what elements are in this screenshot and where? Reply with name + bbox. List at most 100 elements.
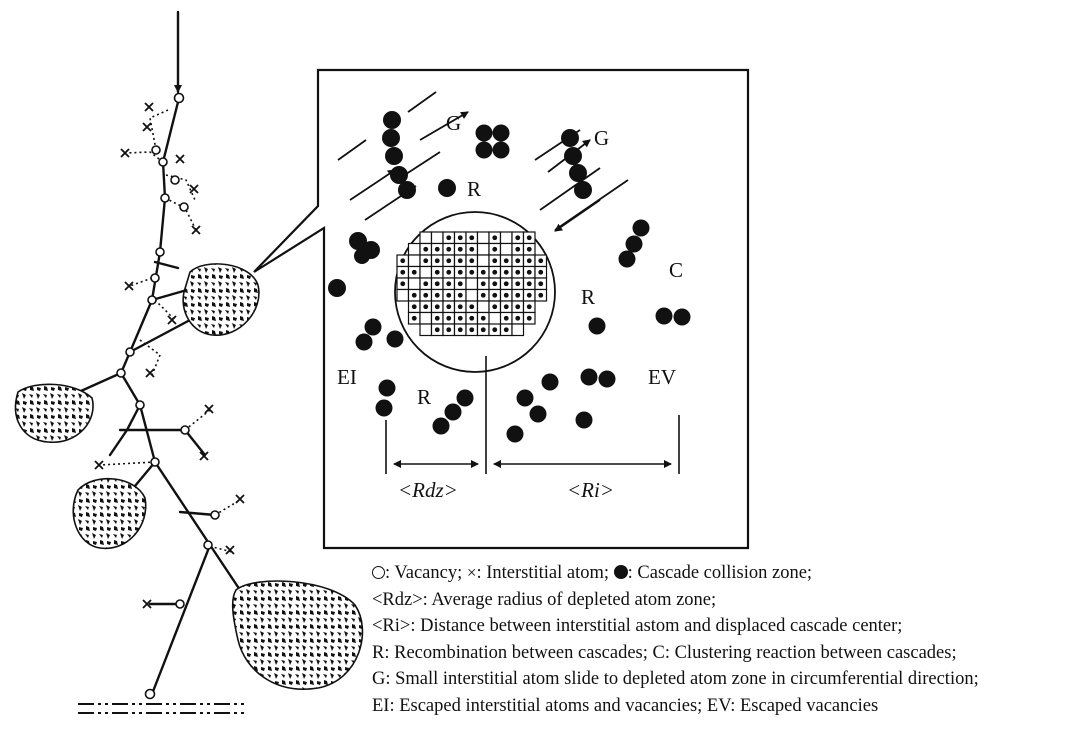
grid-cell [499,242,513,256]
grid-atom [457,304,463,310]
grid-atom [457,235,463,241]
grid-cell [419,265,433,279]
grid-atom [423,246,429,252]
legend-line-2: <Rdz>: Average radius of depleted atom z… [372,589,717,610]
grid-cell [465,277,479,291]
grid-atom [492,258,498,264]
label-g-left: G [446,111,461,135]
grid-atom [457,258,463,264]
grid-atom [434,327,440,333]
grid-atom [446,258,452,264]
grid-atom [411,315,417,321]
label-r-bottom: R [417,385,431,409]
grid-atom [434,258,440,264]
grid-atom [423,281,429,287]
grid-atom [446,235,452,241]
grid-atom [503,258,509,264]
grid-atom [469,304,475,310]
grid-cell [499,231,513,245]
grid-atom [526,315,532,321]
grid-atom [526,304,532,310]
grid-atom [515,246,521,252]
label-c: C [669,258,683,282]
grid-atom [503,292,509,298]
grid-atom [469,315,475,321]
grid-atom [515,304,521,310]
legend-line-6: EI: Escaped interstitial atoms and vacan… [372,695,879,716]
filled-circle-icon [613,565,628,579]
grid-atom [446,315,452,321]
grid-atom [457,292,463,298]
grid-atom [526,235,532,241]
grid-atom [457,315,463,321]
grid-atom [469,246,475,252]
grid-atom [411,292,417,298]
grid-cell [476,231,490,245]
grid-cell [419,231,433,245]
grid-atom [434,246,440,252]
grid-cell [465,288,479,302]
grid-atom [503,281,509,287]
label-rdz: <Rdz> [398,478,458,502]
grid-cell [419,311,433,325]
grid-atom [480,281,486,287]
grid-atom [457,246,463,252]
grid-atom [446,281,452,287]
grid-atom [411,304,417,310]
grid-cell [396,288,410,302]
grid-atom [469,235,475,241]
grid-atom [515,281,521,287]
label-r-top: R [467,177,481,201]
grid-atom [469,269,475,275]
legend-line-1: : Vacancy; ×: Interstitial atom; : Casca… [372,560,1077,587]
grid-atom [515,258,521,264]
g-right-arrows [534,129,629,232]
grid-atom [469,327,475,333]
grid-atom [538,258,544,264]
grid-cell [407,254,421,268]
track-vacancies [116,92,220,700]
grid-atom [503,327,509,333]
cross-icon: × [466,563,477,582]
grid-atom [457,281,463,287]
grid-atom [446,327,452,333]
grid-cell [476,254,490,268]
grid-atom [400,258,406,264]
grid-atom [400,281,406,287]
label-g-right: G [594,126,609,150]
grid-atom [423,292,429,298]
grid-atom [480,292,486,298]
cascade-track [70,10,242,696]
legend-line-4: R: Recombination between cascades; C: Cl… [372,642,957,663]
grid-atom [400,269,406,275]
grid-atom [446,304,452,310]
dimension-lines [385,356,680,474]
grid-cell [476,242,490,256]
cascade-clusters [328,111,691,443]
grid-atom [480,315,486,321]
grid-atom [434,292,440,298]
grid-cell [407,277,421,291]
grid-atom [526,246,532,252]
grid-atom [480,269,486,275]
open-circle-icon [372,566,385,579]
grid-atom [538,269,544,275]
grid-atom [492,235,498,241]
legend: : Vacancy; ×: Interstitial atom; : Casca… [372,560,1077,719]
grid-atom [538,292,544,298]
grid-atom [446,292,452,298]
grid-atom [411,269,417,275]
grid-atom [492,246,498,252]
grid-atom [526,269,532,275]
grid-atom [434,304,440,310]
depleted-zone [394,211,556,373]
grid-atom [515,315,521,321]
grid-atom [480,327,486,333]
label-ei: EI [337,365,357,389]
legend-line-5: G: Small interstitial atom slide to depl… [372,669,979,689]
grid-cell [407,242,421,256]
grid-atom [492,327,498,333]
grid-atom [423,304,429,310]
grid-atom [434,315,440,321]
cascade-zones [14,263,364,690]
